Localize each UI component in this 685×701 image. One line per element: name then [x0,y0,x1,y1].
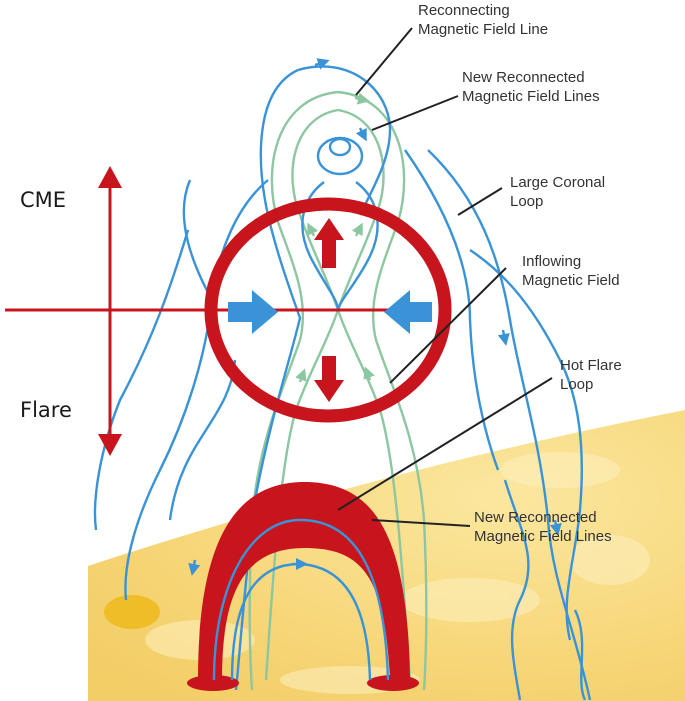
surface-mottling [145,452,650,694]
flare-footpoint-left [187,675,239,691]
label-reconnecting-field-line: Reconnecting Magnetic Field Line [418,2,549,38]
flare-label: Flare [20,398,72,422]
cme-label: CME [20,188,67,212]
label-inflowing-field: Inflowing Magnetic Field [522,253,620,289]
label-new-reconnected-bottom: New Reconnected Magnetic Field Lines [474,509,612,545]
label-hot-flare-loop: Hot Flare Loop [560,357,622,393]
leader-lines [337,27,553,527]
hot-flare-loop [198,481,410,680]
blue-field-lines [93,58,592,701]
label-large-coronal-loop: Large Coronal Loop [510,174,606,210]
footpoint-spot [104,595,160,629]
outflow-arrow-down [314,356,344,402]
post-flare-loops [212,518,390,681]
outflow-arrow-up [314,218,344,268]
inflow-arrow-left [228,290,278,334]
flare-footpoint-right [367,675,419,691]
label-new-reconnected-top: New Reconnected Magnetic Field Lines [462,69,600,105]
inflow-arrow-right [384,290,432,334]
cme-flare-double-arrow [98,166,122,456]
